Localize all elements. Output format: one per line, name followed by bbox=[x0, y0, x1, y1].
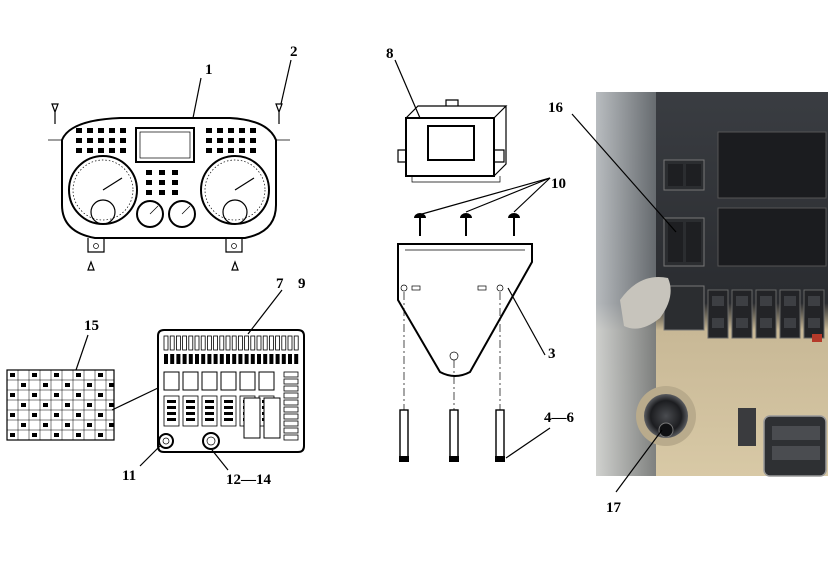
label-9: 9 bbox=[298, 276, 306, 292]
label-15: 15 bbox=[84, 318, 99, 334]
label-17: 17 bbox=[606, 500, 622, 516]
fuse-reference-table bbox=[6, 334, 159, 441]
label-4-6: 4—6 bbox=[544, 410, 575, 426]
mounting-bracket bbox=[397, 243, 546, 377]
label-1: 1 bbox=[205, 62, 213, 78]
dashboard-photo bbox=[571, 92, 828, 493]
label-12-14: 12—14 bbox=[226, 472, 272, 488]
label-7: 7 bbox=[276, 276, 284, 292]
label-2: 2 bbox=[290, 44, 298, 60]
controller-module bbox=[394, 59, 508, 183]
label-11: 11 bbox=[122, 468, 136, 484]
fuse-relay-box bbox=[139, 289, 305, 471]
label-16: 16 bbox=[548, 100, 564, 116]
bracket-bolts bbox=[399, 292, 551, 462]
instrument-cluster bbox=[48, 59, 292, 271]
label-8: 8 bbox=[386, 46, 394, 62]
label-10: 10 bbox=[551, 176, 566, 192]
bracket-screws bbox=[414, 177, 551, 236]
label-3: 3 bbox=[548, 346, 556, 362]
